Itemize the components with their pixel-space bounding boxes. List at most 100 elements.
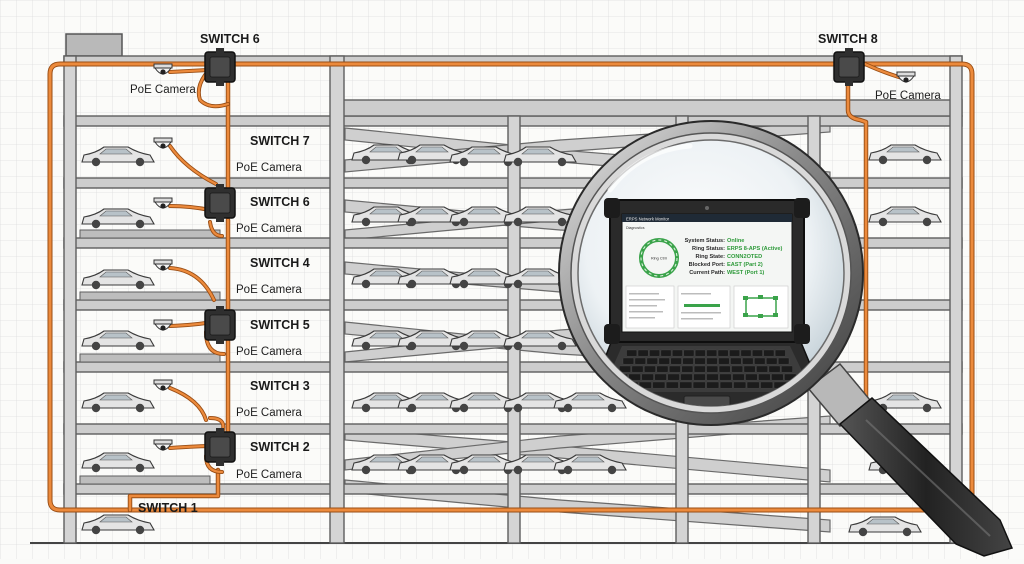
key [641,373,654,381]
switch-label: SWITCH 7 [250,134,310,148]
car [868,206,942,227]
key [718,357,730,365]
status-value: Online [727,238,744,244]
key [746,381,760,389]
camera-label: PoE Camera [875,90,941,102]
key [695,349,706,357]
switch-label: SWITCH 6 [200,32,260,46]
status-label: Current Path: [689,270,725,276]
key [706,365,719,373]
network-cabling [47,61,975,513]
poe-camera [153,379,173,391]
key [693,373,706,381]
key [649,349,660,357]
poe-camera [896,71,916,83]
screen-titlebar [622,214,792,222]
key [768,365,781,373]
car [351,454,425,475]
switch-label: SWITCH 1 [138,501,198,515]
switch-label: SWITCH 6 [250,195,310,209]
poe-camera [153,197,173,209]
screen-lower-panels [625,285,789,329]
roof-stair-block [65,33,123,57]
camera-label: PoE Camera [236,407,302,419]
key [660,349,672,357]
key [742,357,754,365]
car [503,146,577,167]
key [763,349,775,357]
car [868,144,942,165]
key [694,357,706,365]
key [658,357,670,365]
camera-label: PoE Camera [236,223,302,235]
key [656,365,669,373]
ring-diagram: Ring Ctrlr [639,238,679,278]
key [652,381,666,389]
magnifier-handle [806,362,1014,557]
key [693,365,706,373]
key [756,365,768,373]
status-value: ERPS 8-APS (Active) [727,246,782,252]
status-value: WEST (Port 1) [727,270,764,276]
switch-label: SWITCH 8 [818,32,878,46]
key [743,365,756,373]
poe-camera [153,63,173,75]
network-switch [204,428,236,466]
car [848,516,922,537]
parked-cars [81,144,942,537]
car [81,146,155,167]
camera-label: PoE Camera [236,284,302,296]
car [81,208,155,229]
key [732,373,745,381]
key [719,381,733,389]
laptop-touchpad [683,395,731,406]
car [81,392,155,413]
network-switch [204,306,236,344]
key [667,373,680,381]
rugged-laptop: ERPS Network Monitor Diagnostics Ring Ct… [582,198,832,406]
camera-label: PoE Camera [236,346,302,358]
car [553,392,627,413]
key [771,373,784,381]
key [672,349,683,357]
key [719,373,732,381]
key [730,357,742,365]
lens-highlight [607,143,693,193]
screen-title: ERPS Network Monitor [626,217,670,222]
key [745,373,758,381]
key [619,365,631,373]
key [680,373,693,381]
magnifying-glass: ERPS Network Monitor Diagnostics Ring Ct… [558,120,1014,557]
key [718,365,731,373]
status-label: Ring Status: [692,246,725,252]
poe-camera [153,439,173,451]
camera-label: PoE Camera [130,84,196,96]
status-label: System Status: [685,238,726,244]
key [760,381,773,389]
key [731,365,743,373]
camera-label: PoE Camera [236,469,302,481]
switch-layer: SWITCH 6 SWITCH 8 SWITCH 7 SWITCH 6 SWITCH 4… [138,32,878,515]
key [692,381,706,389]
key [758,373,771,381]
poe-camera [153,137,173,149]
screen-panel-title: Diagnostics [626,226,645,230]
key [634,357,646,365]
key [766,357,778,365]
key [740,349,752,357]
switch-label: SWITCH 4 [250,256,310,270]
key [670,357,682,365]
key [706,349,717,357]
key [706,381,720,389]
key [622,357,634,365]
key [644,365,656,373]
key [665,381,679,389]
lid-bumper [794,198,810,218]
network-switch [204,184,236,222]
car [81,514,155,535]
key [637,349,649,357]
key [733,381,747,389]
key [669,365,681,373]
